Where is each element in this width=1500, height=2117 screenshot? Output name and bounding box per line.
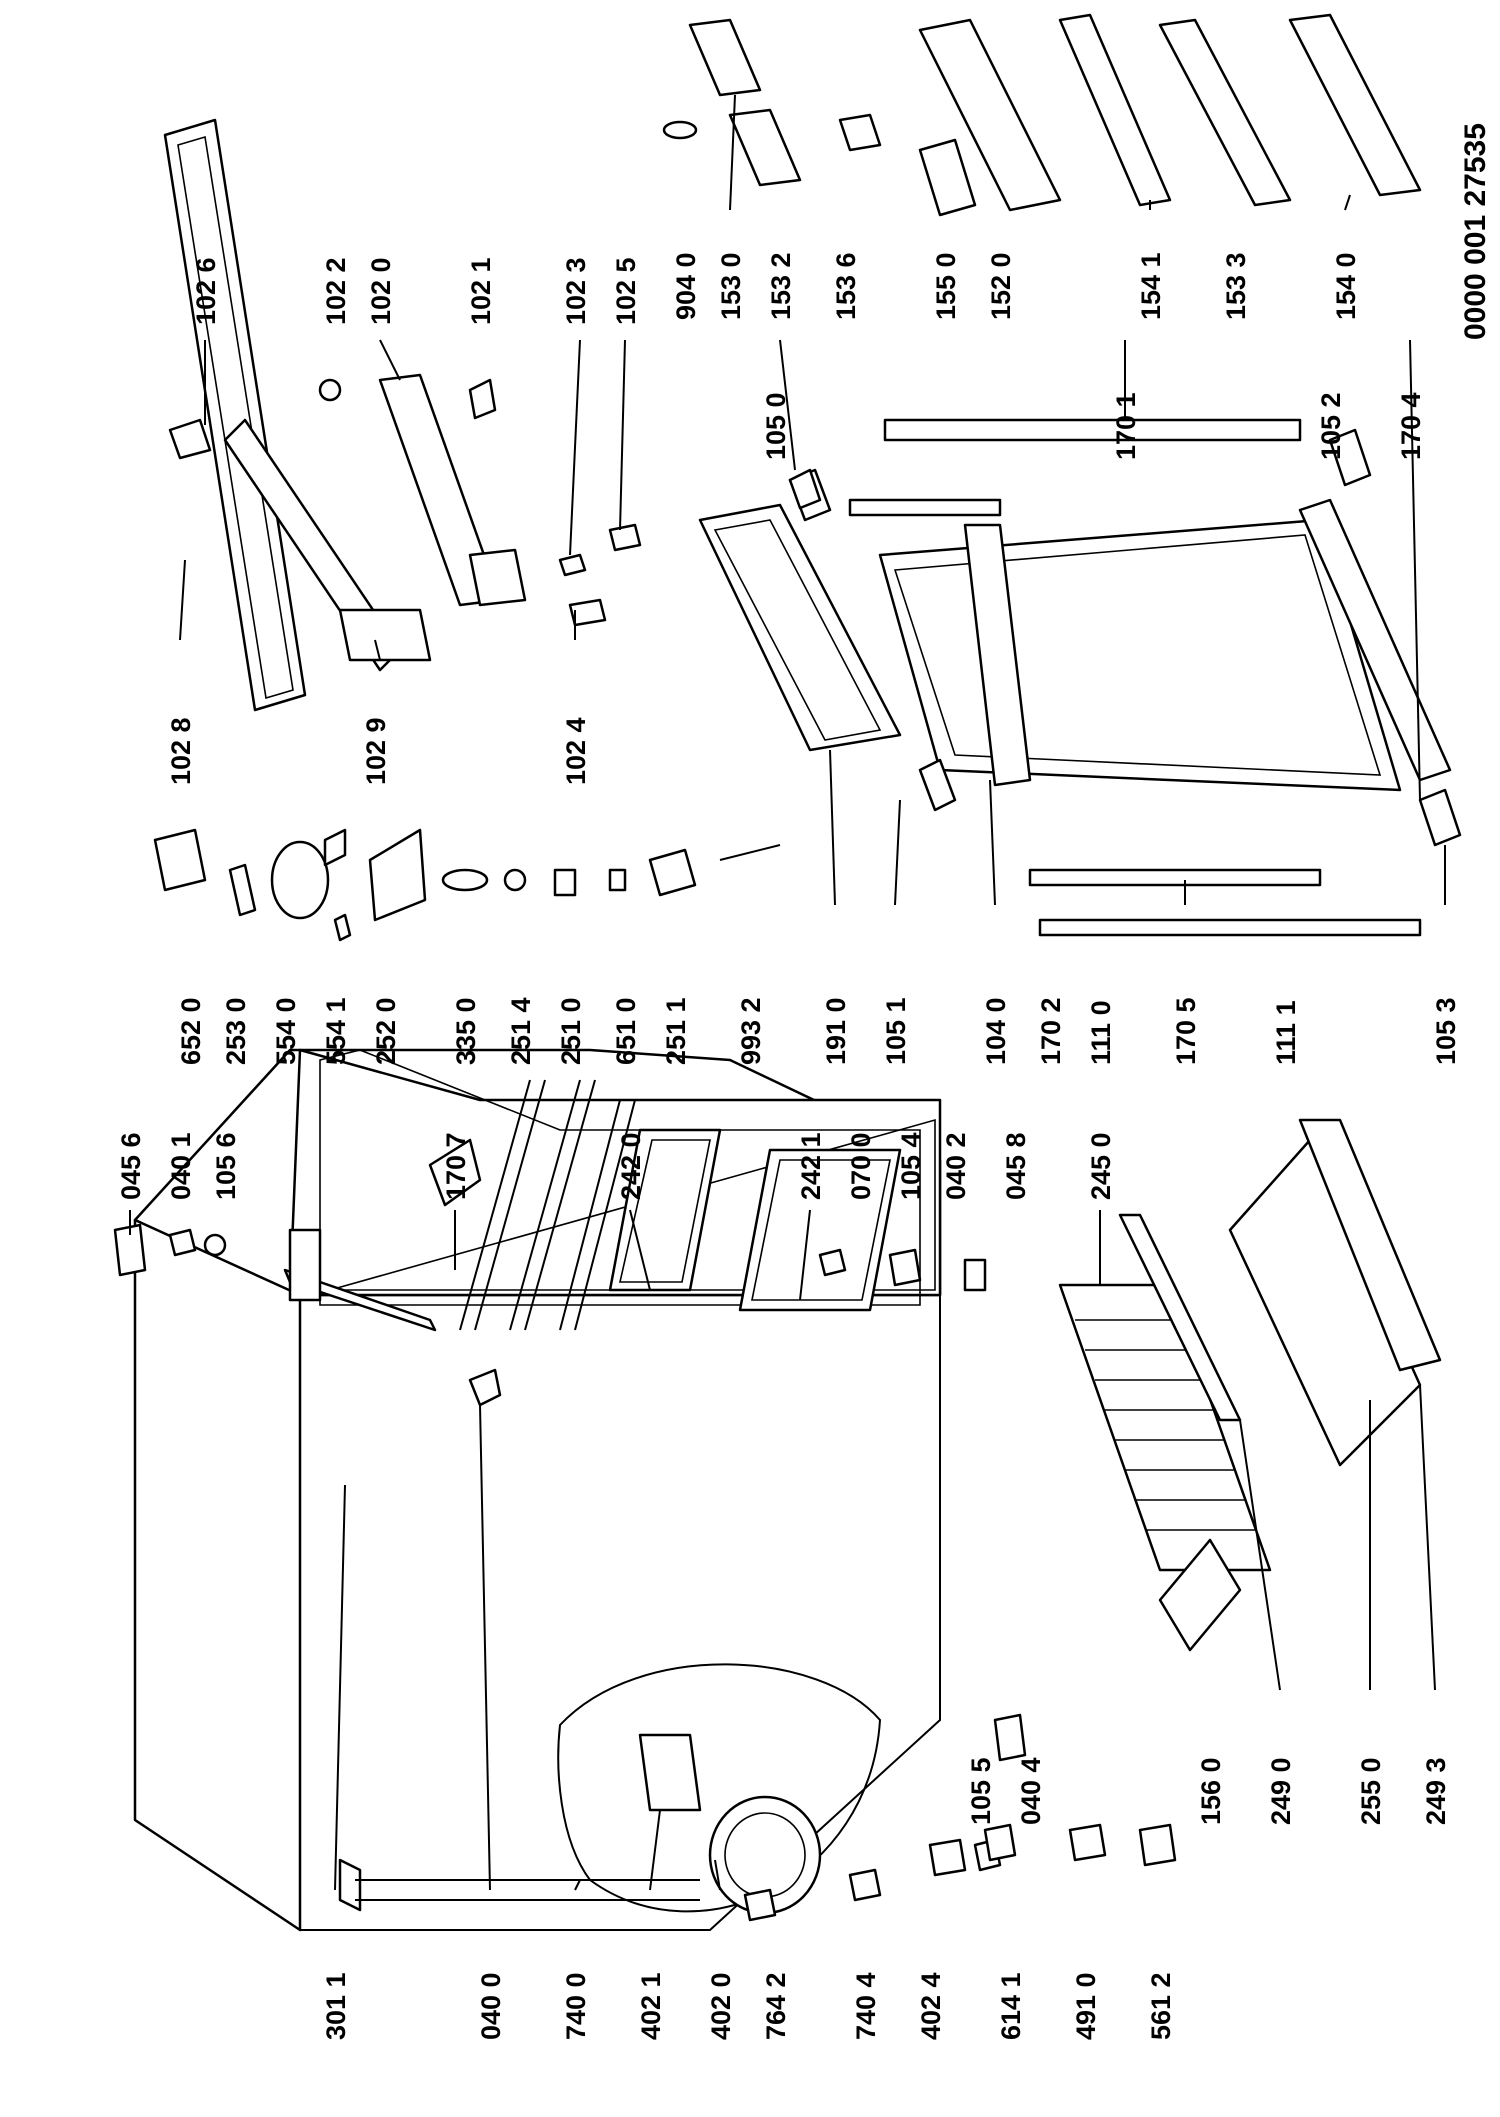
door-drawing	[698, 418, 1462, 937]
part-label: 102 5	[611, 257, 641, 325]
part-label: 105 5	[966, 1757, 996, 1825]
part-label: 249 3	[1421, 1757, 1451, 1825]
part-label: 652 0	[176, 997, 206, 1065]
part-label: 402 4	[916, 1972, 946, 2040]
part-label: 253 0	[221, 997, 251, 1065]
part-label: 153 2	[766, 252, 796, 320]
wire-shelf	[1058, 1283, 1272, 1572]
part-label: 402 1	[636, 1972, 666, 2040]
door-bins	[662, 13, 1422, 217]
part-label: 170 7	[441, 1132, 471, 1200]
part-label: 104 0	[981, 997, 1011, 1065]
part-label: 554 1	[321, 997, 351, 1065]
cabinet-drawing	[133, 1048, 942, 1932]
part-label: 242 0	[616, 1132, 646, 1200]
part-label: 040 1	[166, 1132, 196, 1200]
part-label: 153 3	[1221, 252, 1251, 320]
part-label: 102 1	[466, 257, 496, 325]
part-label: 740 4	[851, 1972, 881, 2040]
part-label: 102 9	[361, 717, 391, 785]
part-label: 249 0	[1266, 1757, 1296, 1825]
electrical-parts	[153, 828, 781, 942]
part-label: 301 1	[321, 1972, 351, 2040]
part-labels: 301 1 040 0 740 0 402 1 402 0 764 2 740 …	[116, 123, 1492, 2040]
part-label: 245 0	[1086, 1132, 1116, 1200]
part-label: 191 0	[821, 997, 851, 1065]
part-label: 154 0	[1331, 252, 1361, 320]
part-label: 152 0	[986, 252, 1016, 320]
part-label: 105 3	[1431, 997, 1461, 1065]
part-label: 764 2	[761, 1972, 791, 2040]
part-label: 111 0	[1086, 1000, 1116, 1065]
part-label: 155 0	[931, 252, 961, 320]
part-label: 102 0	[366, 257, 396, 325]
part-label: 040 4	[1016, 1757, 1046, 1825]
part-label: 904 0	[671, 252, 701, 320]
glass-shelf	[1228, 1118, 1442, 1467]
part-label: 554 0	[271, 997, 301, 1065]
part-label: 153 0	[716, 252, 746, 320]
part-label: 993 2	[736, 997, 766, 1065]
part-label: 242 1	[796, 1132, 826, 1200]
part-label: 154 1	[1136, 252, 1166, 320]
part-label: 156 0	[1196, 1757, 1226, 1825]
part-label: 153 6	[831, 252, 861, 320]
part-label: 045 8	[1001, 1132, 1031, 1200]
part-label: 040 2	[941, 1132, 971, 1200]
part-label: 740 0	[561, 1972, 591, 2040]
part-label: 070 0	[846, 1132, 876, 1200]
part-label: 561 2	[1146, 1972, 1176, 2040]
part-label: 251 4	[506, 997, 536, 1065]
part-label: 040 0	[476, 1972, 506, 2040]
egg-tray	[1158, 1538, 1242, 1652]
misc-parts	[113, 1223, 1177, 1922]
part-label: 170 2	[1036, 997, 1066, 1065]
part-label: 251 1	[661, 997, 691, 1065]
part-label: 614 1	[996, 1972, 1026, 2040]
part-label: 102 6	[191, 257, 221, 325]
part-label: 335 0	[451, 997, 481, 1065]
part-label: 102 4	[561, 717, 591, 785]
part-label: 255 0	[1356, 1757, 1386, 1825]
freezer-parts	[163, 118, 822, 712]
part-label: 102 2	[321, 257, 351, 325]
part-label: 102 8	[166, 717, 196, 785]
part-label: 111 1	[1271, 1000, 1301, 1065]
part-label: 105 0	[761, 392, 791, 460]
part-label: 105 2	[1316, 392, 1346, 460]
part-label: 402 0	[706, 1972, 736, 2040]
part-label: 105 6	[211, 1132, 241, 1200]
part-label: 252 0	[371, 997, 401, 1065]
part-label: 105 1	[881, 997, 911, 1065]
part-label: 170 5	[1171, 997, 1201, 1065]
part-label: 105 4	[896, 1132, 926, 1200]
part-label: 651 0	[611, 997, 641, 1065]
part-label: 251 0	[556, 997, 586, 1065]
part-label: 491 0	[1071, 1972, 1101, 2040]
leader-lines	[129, 94, 1446, 1891]
document-id: 0000 001 27535	[1459, 123, 1492, 340]
part-label: 045 6	[116, 1132, 146, 1200]
part-label: 102 3	[561, 257, 591, 325]
